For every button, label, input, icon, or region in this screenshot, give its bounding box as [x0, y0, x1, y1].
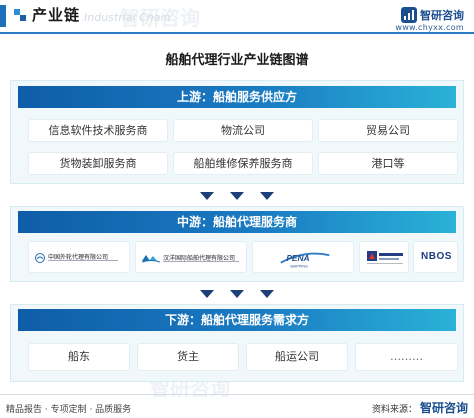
svg-text:SHIPPING: SHIPPING [290, 264, 308, 268]
ship-agency-logo [367, 251, 403, 264]
upstream-item: 货物装卸服务商 [28, 152, 168, 175]
flow-arrow-down-icon [230, 192, 244, 200]
flow-arrow-down-icon [260, 290, 274, 298]
downstream-header: 下游：船舶代理服务需求方 [18, 309, 456, 331]
header-divider [0, 32, 474, 34]
downstream-item: 船运公司 [246, 343, 348, 371]
midstream-header: 中游：船舶代理服务商 [18, 211, 456, 233]
svg-text:PENA: PENA [286, 253, 309, 263]
header-bar: 产业链 Industrial Chain 智研咨询 www.chyxx.com [0, 0, 474, 38]
penavico-logo [35, 253, 45, 263]
chain-icon [14, 9, 26, 21]
company-logo-card: PENA SHIPPING [252, 241, 354, 273]
footer-source: 资料来源：智研咨询 [372, 399, 468, 416]
hanyang-logo [141, 255, 161, 263]
upstream-header: 上游：船舶服务供应方 [18, 86, 456, 108]
diagram-title: 船舶代理行业产业链图谱 [165, 53, 309, 68]
upstream-item: 贸易公司 [318, 119, 458, 142]
header-subtitle: Industrial Chain [84, 11, 171, 24]
downstream-item: 船东 [28, 343, 130, 371]
downstream-item: 货主 [137, 343, 239, 371]
brand-name: 智研咨询 [420, 8, 464, 22]
upstream-tier: 上游：船舶服务供应方 信息软件技术服务商 物流公司 贸易公司 货物装卸服务商 船… [10, 80, 464, 184]
source-label: 资料来源： [371, 405, 417, 415]
midstream-tier: 中游：船舶代理服务商 中国外轮代理有限公司 汉洋国际船舶代理有限公司 PENA … [10, 206, 464, 282]
upstream-item: 物流公司 [173, 119, 313, 142]
company-logo-card: 中国外轮代理有限公司 [28, 241, 130, 273]
upstream-item: 港口等 [318, 152, 458, 175]
company-name: 中国外轮代理有限公司 [48, 254, 109, 261]
company-logo-card: NBOS [413, 241, 458, 273]
brand-url: www.chyxx.com [395, 22, 464, 32]
flow-arrow-down-icon [200, 290, 214, 298]
downstream-item: ……… [355, 343, 458, 371]
footer-slogan: 精品报告 · 专项定制 · 品质服务 [6, 405, 132, 415]
brand-logo-icon [401, 6, 417, 23]
flow-arrow-down-icon [260, 192, 274, 200]
pena-shipping-logo: PENA SHIPPING [280, 252, 330, 268]
company-name: 汉洋国际船舶代理有限公司 [163, 255, 236, 262]
nbos-logo: NBOS [421, 251, 452, 262]
source-name: 智研咨询 [419, 401, 468, 415]
flow-arrow-down-icon [230, 290, 244, 298]
brand: 智研咨询 www.chyxx.com [395, 4, 464, 32]
footer-divider [0, 394, 474, 395]
upstream-item: 船舶维修保养服务商 [173, 152, 313, 175]
company-logo-card: 汉洋国际船舶代理有限公司 [135, 241, 247, 273]
header-accent-block [0, 5, 6, 27]
company-logo-card [359, 241, 409, 273]
header-title: 产业链 [32, 6, 81, 24]
upstream-item: 信息软件技术服务商 [28, 119, 168, 142]
flow-arrow-down-icon [200, 192, 214, 200]
downstream-tier: 下游：船舶代理服务需求方 船东 货主 船运公司 ……… [10, 304, 464, 382]
